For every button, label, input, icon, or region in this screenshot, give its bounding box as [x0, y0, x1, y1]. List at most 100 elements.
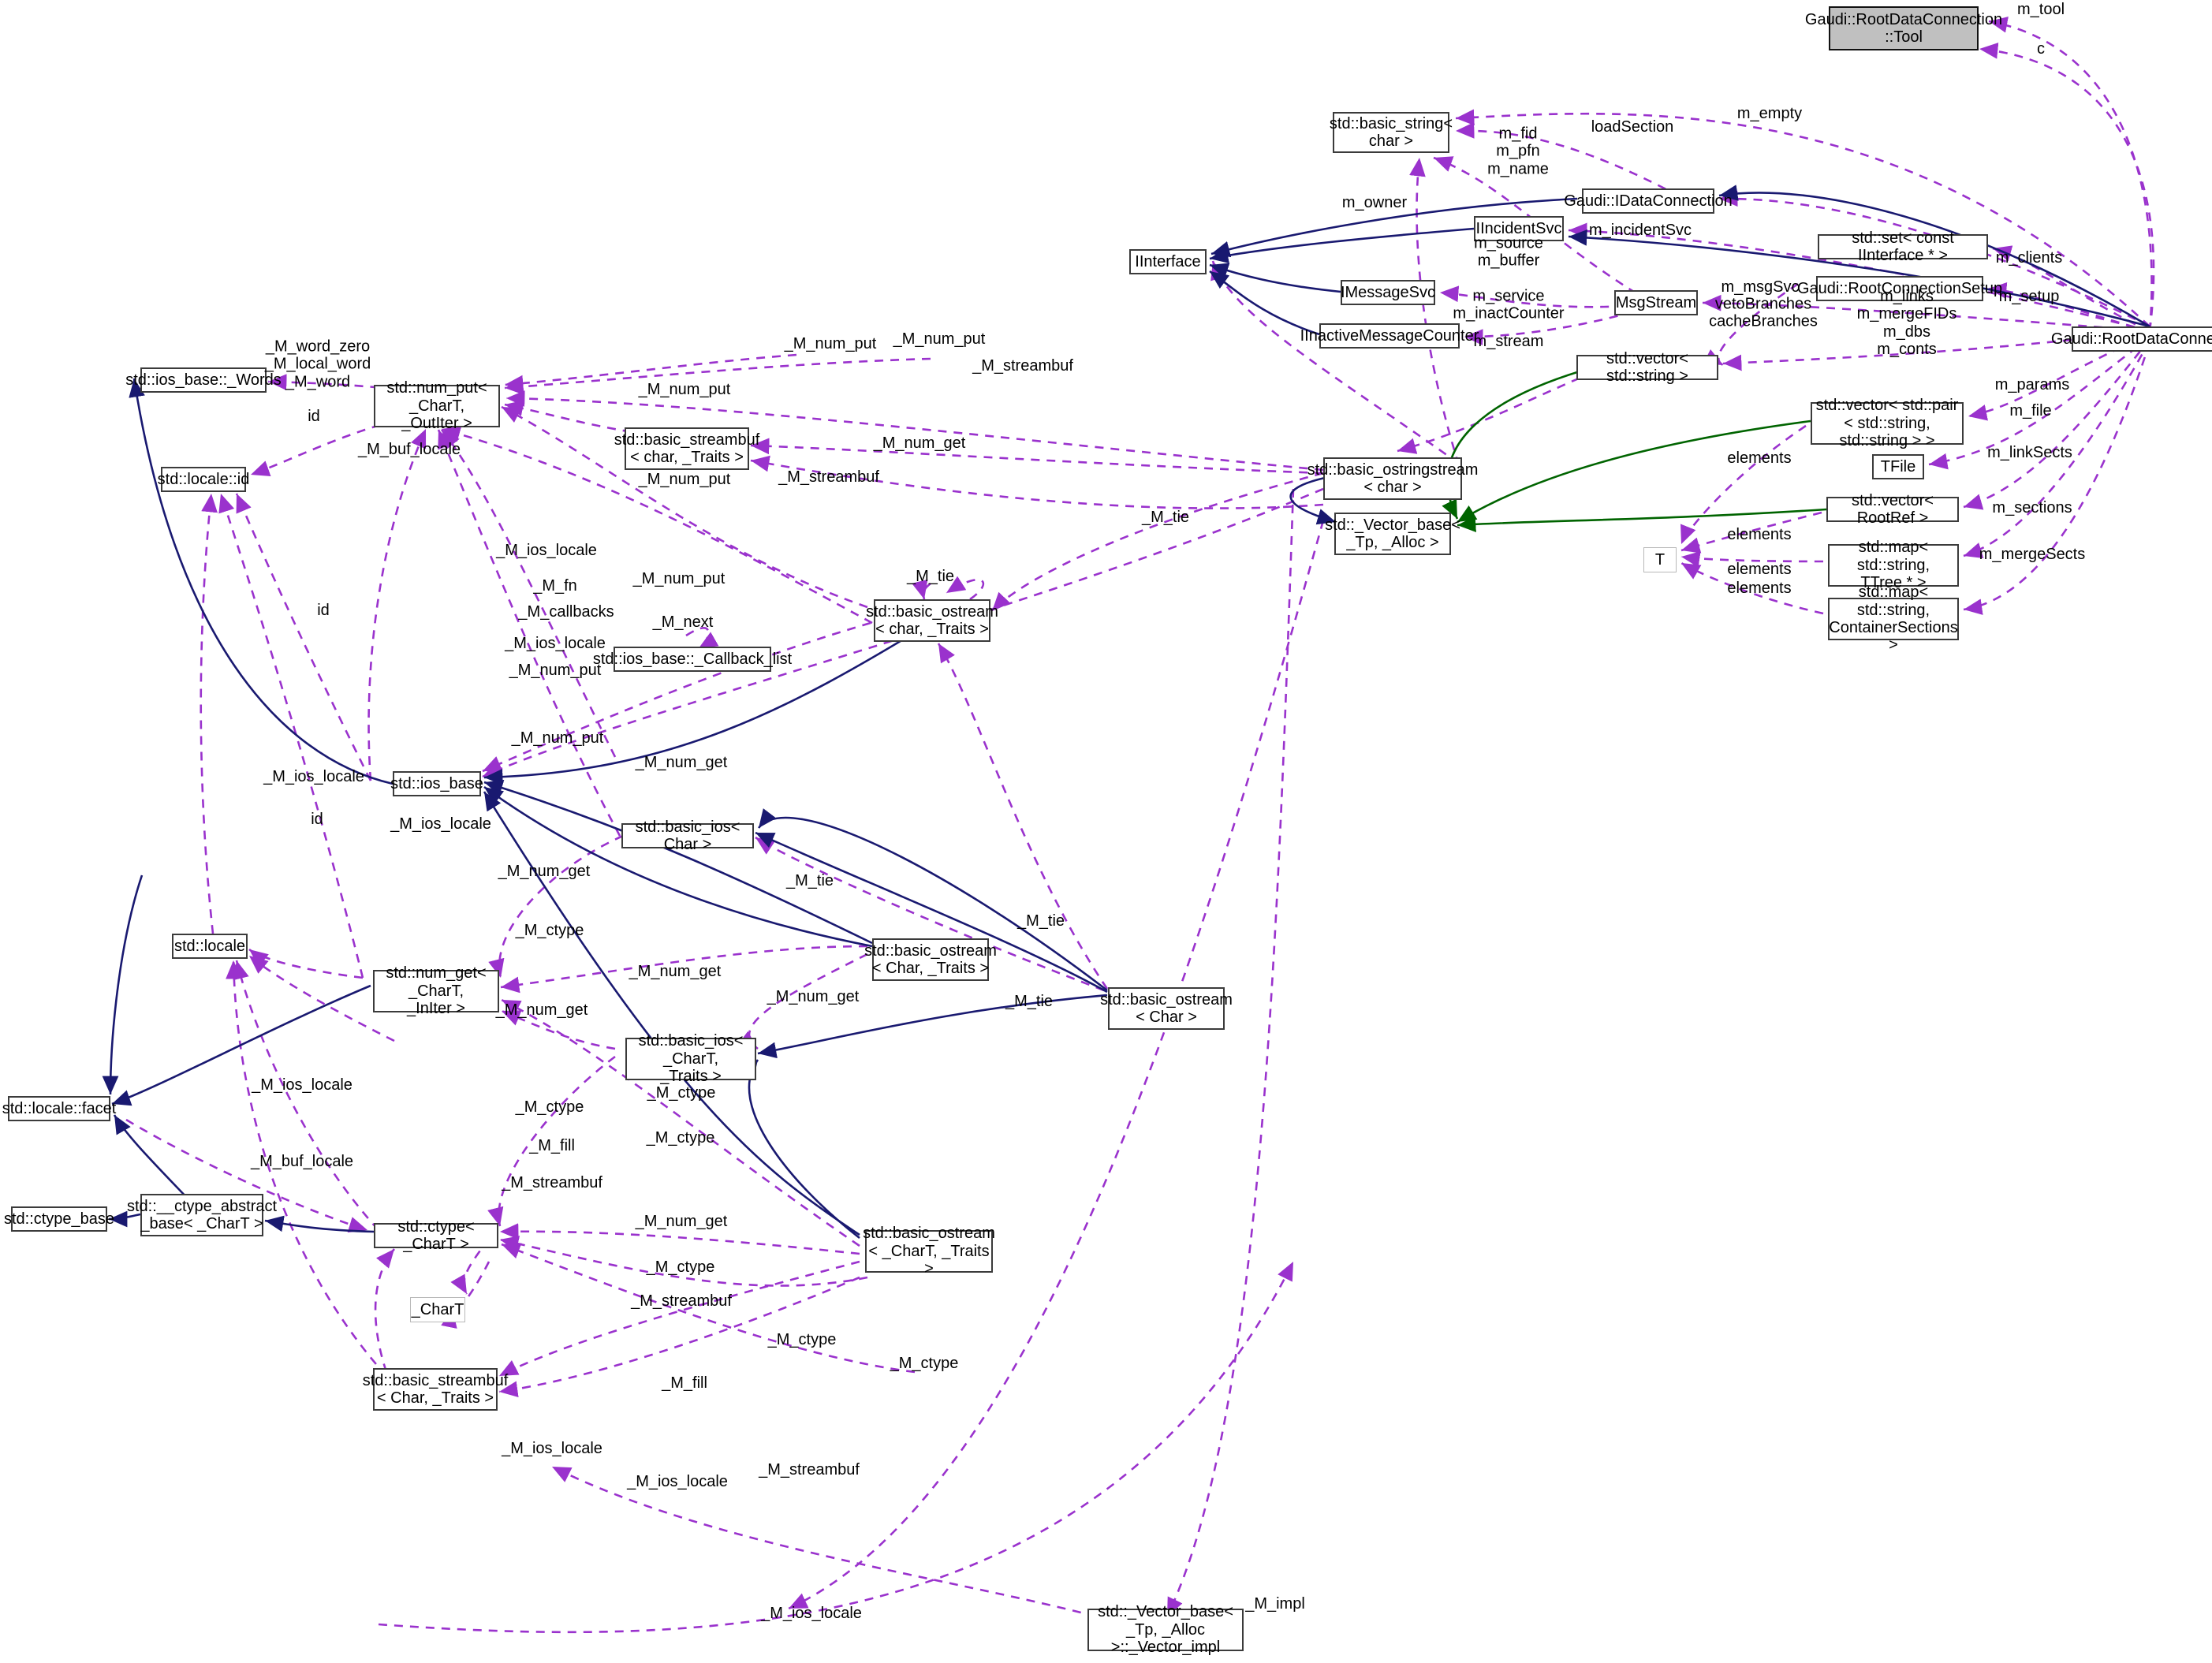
class-node-basic_streambuf_ct[interactable]: std::basic_streambuf < char, _Traits > — [614, 427, 759, 470]
class-node-basic_ostringstream[interactable]: std::basic_ostringstream < char > — [1307, 457, 1478, 500]
class-node-num_get[interactable]: std::num_get< _CharT, _InIter > — [373, 964, 499, 1017]
edge-label: _M_streambuf — [778, 468, 879, 486]
edge-label: _M_ctype — [646, 1128, 715, 1147]
edge-label: _M_num_put — [511, 729, 604, 747]
edge-label: _M_tie — [1016, 912, 1065, 930]
edge-label: _M_num_get — [495, 1001, 588, 1019]
class-node-imessagesvc[interactable]: IMessageSvc — [1341, 280, 1435, 305]
class-node-vector_rootref[interactable]: std::vector< RootRef > — [1826, 492, 1959, 527]
class-node-set_iinterface[interactable]: std::set< const IInterface * > — [1818, 229, 1988, 264]
edge-label: _M_num_put — [784, 334, 877, 352]
edge-label: _M_ctype — [647, 1083, 716, 1102]
edge-label: m_source m_buffer — [1474, 234, 1543, 270]
class-node-vector_base[interactable]: std::_Vector_base< _Tp, _Alloc > — [1325, 513, 1460, 555]
edge-label: loadSection — [1591, 117, 1674, 136]
class-node-gaudi_rootdataconn[interactable]: Gaudi::RootDataConnection — [2051, 326, 2212, 352]
edge-label: _M_ctype — [646, 1258, 715, 1276]
edge-label: _M_num_put — [509, 661, 602, 679]
class-node-t_param[interactable]: T — [1643, 547, 1677, 572]
class-node-root_tool[interactable]: Gaudi::RootDataConnection ::Tool — [1805, 6, 2002, 50]
class-node-locale_facet[interactable]: std::locale::facet — [2, 1096, 116, 1121]
class-node-ios_base_words[interactable]: std::ios_base::_Words — [125, 367, 282, 393]
edge-label: _M_tie — [785, 871, 834, 889]
edge-label: m_owner — [1341, 193, 1408, 211]
edge-label: id — [311, 810, 323, 828]
edge-label: m_file — [2009, 401, 2052, 419]
edge-label: _M_num_get — [635, 753, 728, 771]
edge-label: m_msgSvc — [1721, 278, 1800, 296]
edge-label: _M_ctype — [890, 1354, 959, 1372]
edge-label: _M_num_put — [893, 330, 986, 348]
class-node-tfile[interactable]: TFile — [1872, 454, 1924, 479]
edge-label: _M_impl — [1245, 1594, 1305, 1613]
class-node-ios_base[interactable]: std::ios_base — [390, 771, 483, 796]
class-node-vector_string[interactable]: std::vector< std::string > — [1576, 350, 1718, 385]
edge-label: _M_ios_locale — [390, 815, 491, 833]
class-node-std_locale[interactable]: std::locale — [172, 934, 248, 959]
edge-label: _M_ctype — [515, 921, 584, 939]
edge-label: _M_fill — [662, 1374, 707, 1392]
class-node-num_put[interactable]: std::num_put< _CharT, _OutIter > — [374, 379, 500, 432]
edge-label: _M_ios_locale — [502, 1439, 602, 1457]
edge-label: _M_fill — [529, 1136, 575, 1154]
class-node-locale_id[interactable]: std::locale::id — [158, 467, 249, 492]
edge-label: id — [308, 407, 320, 425]
class-node-gaudi_idataconn[interactable]: Gaudi::IDataConnection — [1564, 188, 1733, 214]
class-node-iinactivemsgcnt[interactable]: IInactiveMessageCounter — [1300, 323, 1479, 349]
edge-label: _M_num_put — [638, 380, 731, 398]
edge-label: _M_streambuf — [972, 356, 1073, 375]
class-node-iinterface[interactable]: IInterface — [1129, 249, 1207, 274]
inheritance-edges — [102, 185, 2150, 1240]
edge-label: m_incidentSvc — [1588, 221, 1692, 239]
class-node-basic_ostream_CharT[interactable]: std::basic_ostream < _CharT, _Traits > — [863, 1225, 995, 1278]
edge-label: m_empty — [1736, 104, 1803, 122]
edge-label: _M_ios_locale — [263, 767, 364, 785]
edge-label: elements — [1727, 560, 1792, 578]
edge-label: m_clients — [1995, 248, 2063, 267]
class-node-ctype_CharT[interactable]: std::ctype< _CharT > — [374, 1218, 498, 1253]
edge-label: elements — [1727, 525, 1792, 543]
edge-label: elements — [1727, 449, 1792, 467]
class-node-msgstream[interactable]: MsgStream — [1614, 290, 1698, 315]
edge-label: _M_ios_locale — [761, 1604, 862, 1622]
class-node-basic_ostream_Ct2[interactable]: std::basic_ostream < Char, _Traits > — [864, 938, 997, 981]
class-node-map_string_cs[interactable]: std::map< std::string, ContainerSections… — [1828, 584, 1959, 654]
edge-label: _M_num_get — [629, 962, 722, 980]
edge-label: _M_ios_locale — [252, 1076, 353, 1094]
class-node-vector_base_impl[interactable]: std::_Vector_base< _Tp, _Alloc >::_Vecto… — [1087, 1603, 1244, 1656]
class-node-iincidentsvc[interactable]: IIncidentSvc — [1474, 216, 1564, 241]
edge-label: _M_next — [652, 613, 714, 631]
class-node-basic_ios_CharT[interactable]: std::basic_ios< _CharT, _Traits > — [625, 1032, 756, 1085]
class-node-map_string_ttree[interactable]: std::map< std::string, TTree * > — [1828, 539, 1959, 591]
edge-label: _M_fn — [533, 576, 577, 595]
class-node-basic_ios_char[interactable]: std::basic_ios< Char > — [621, 818, 754, 853]
edge-label: _M_tie — [1141, 508, 1190, 526]
class-node-charT_param[interactable]: _CharT — [410, 1297, 465, 1322]
edge-label: m_service m_inactCounter — [1453, 287, 1565, 323]
edge-label: _M_word_zero _M_local_word _M_word — [264, 337, 371, 391]
edge-label: _M_buf_locale — [250, 1152, 354, 1170]
edge-label: m_sections — [1992, 498, 2072, 516]
edge-label: m_links m_mergeFIDs m_dbs m_conts — [1856, 288, 1957, 359]
class-node-basic_string_char[interactable]: std::basic_string< char > — [1330, 112, 1453, 153]
edge-label: _M_streambuf — [502, 1173, 602, 1191]
edge-label: m_stream — [1473, 332, 1544, 350]
class-node-basic_ostream_Char[interactable]: std::basic_ostream < Char > — [1100, 987, 1233, 1030]
edge-label: m_linkSects — [1987, 443, 2072, 461]
class-node-basic_streambuf_Ct[interactable]: std::basic_streambuf < Char, _Traits > — [363, 1368, 508, 1411]
edge-label: _M_ios_locale — [627, 1472, 728, 1490]
edge-label: _M_tie — [1005, 992, 1054, 1010]
class-node-basic_ostream_ct[interactable]: std::basic_ostream < char, _Traits > — [866, 599, 998, 642]
edge-label: _M_num_get — [767, 987, 860, 1005]
edge-label: _M_num_get — [498, 862, 591, 880]
class-node-vector_pair_ss[interactable]: std::vector< std::pair < std::string, st… — [1811, 397, 1964, 449]
edge-label: _M_ctype — [767, 1330, 837, 1348]
class-node-gaudi_rootconnsetup[interactable]: Gaudi::RootConnectionSetup — [1797, 276, 2002, 301]
class-node-callback_list[interactable]: std::ios_base::_Callback_list — [593, 647, 792, 672]
edge-label: id — [317, 601, 330, 619]
class-node-ctype_base[interactable]: std::ctype_base — [4, 1206, 114, 1232]
class-node-ctype_abstract[interactable]: std::__ctype_abstract _base< _CharT > — [127, 1194, 277, 1236]
edge-label: c — [2037, 39, 2045, 58]
edge-label: _M_ios_locale — [505, 634, 606, 652]
